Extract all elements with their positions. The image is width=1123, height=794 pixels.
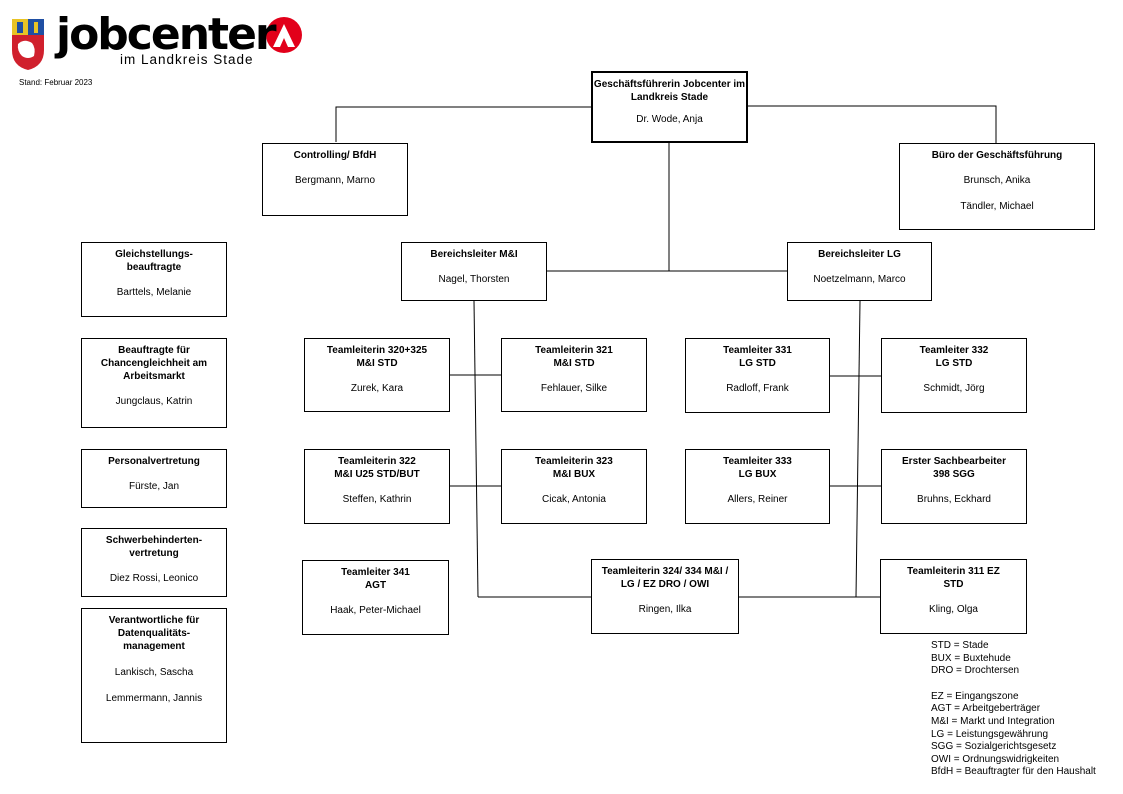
jobcenter-logo [12,17,302,70]
box-bereichsleiter-mi: Bereichsleiter M&I Nagel, Thorsten [401,242,547,301]
box-controlling: Controlling/ BfdH Bergmann, Marno [262,143,408,216]
box-title: Teamleiter 333 LG BUX [723,456,792,480]
district-shield-icon [12,19,44,70]
box-person: Kling, Olga [929,604,978,615]
legend-item: LG = Leistungsgewährung [931,728,1049,740]
box-person: Jungclaus, Katrin [115,396,193,407]
box-title: Gleichstellungs-beauftragte [115,249,193,273]
abbreviation-legend: STD = Stade BUX = Buxtehude DRO = Drocht… [931,640,1096,779]
box-title: Beauftragte für Chancengleichheit am Arb… [100,345,208,382]
legend-item: BUX = Buxtehude [931,652,1011,664]
legend-item: DRO = Drochtersen [931,665,1020,677]
brand-wordmark: jobcenter [56,9,277,60]
box-team-331: Teamleiter 331 LG STD Radloff, Frank [685,338,830,413]
box-team-321: Teamleiterin 321 M&I STD Fehlauer, Silke [501,338,647,412]
box-title: Verantwortliche für Datenqualitäts-manag… [108,615,200,652]
box-datenqualitaet: Verantwortliche für Datenqualitäts-manag… [81,608,227,743]
legend-item: OWI = Ordnungswidrigkeiten [931,753,1060,765]
box-person: Barttels, Melanie [116,287,192,298]
box-team-324-334: Teamleiterin 324/ 334 M&I / LG / EZ DRO … [591,559,739,634]
box-title: Bereichsleiter M&I [430,249,518,260]
box-person: Brunsch, Anika [963,175,1031,186]
box-person: Lankisch, Sascha [114,667,194,678]
box-buero-geschaeftsfuehrung: Büro der Geschäftsführung Brunsch, Anika… [899,143,1095,230]
box-person: Radloff, Frank [726,383,789,394]
arrow-emblem-icon [266,17,302,53]
box-personalvertretung: Personalvertretung Fürste, Jan [81,449,227,508]
box-title: Teamleiterin 321 M&I STD [535,345,613,369]
box-person: Cicak, Antonia [542,494,606,505]
legend-item: EZ = Eingangszone [931,690,1019,702]
box-team-333: Teamleiter 333 LG BUX Allers, Reiner [685,449,830,524]
box-sachbearbeiter-398: Erster Sachbearbeiter 398 SGG Bruhns, Ec… [881,449,1027,524]
box-title: Teamleiter 331 LG STD [723,345,792,369]
box-bereichsleiter-lg: Bereichsleiter LG Noetzelmann, Marco [787,242,932,301]
box-person: Lemmermann, Jannis [105,693,203,704]
legend-item: M&I = Markt und Integration [931,715,1055,727]
box-title: Teamleiter 341 AGT [341,567,410,591]
box-title: Teamleiterin 311 EZ STD [907,566,1000,590]
box-person: Ringen, Ilka [638,604,692,615]
brand-subtitle: im Landkreis Stade [120,52,254,67]
box-geschaeftsfuehrerin: Geschäftsführerin Jobcenter im Landkreis… [591,71,748,143]
box-person: Dr. Wode, Anja [636,114,703,125]
box-team-320-325: Teamleiterin 320+325 M&I STD Zurek, Kara [304,338,450,412]
legend-item: STD = Stade [931,640,989,651]
box-person: Bergmann, Marno [294,175,376,186]
legend-item: AGT = Arbeitgeberträger [931,703,1041,715]
box-title: Personalvertretung [108,456,200,467]
box-chancengleichheit: Beauftragte für Chancengleichheit am Arb… [81,338,227,428]
box-person: Allers, Reiner [727,494,788,505]
legend-item: SGG = Sozialgerichtsgesetz [931,741,1057,753]
box-title: Geschäftsführerin Jobcenter im Landkreis… [593,79,746,103]
box-person: Zurek, Kara [350,383,404,394]
box-gleichstellung: Gleichstellungs-beauftragte Barttels, Me… [81,242,227,317]
box-title: Teamleiterin 324/ 334 M&I / LG / EZ DRO … [601,566,729,590]
box-title: Schwerbehinderten-vertretung [105,535,203,559]
stand-date: Stand: Februar 2023 [19,78,93,87]
box-team-332: Teamleiter 332 LG STD Schmidt, Jörg [881,338,1027,413]
box-person: Nagel, Thorsten [438,274,510,285]
legend-item: BfdH = Beauftragter für den Haushalt [931,766,1096,778]
box-person: Tändler, Michael [960,201,1034,212]
box-team-323: Teamleiterin 323 M&I BUX Cicak, Antonia [501,449,647,524]
box-person: Diez Rossi, Leonico [109,573,199,584]
box-person: Bruhns, Eckhard [917,494,991,505]
box-title: Teamleiterin 323 M&I BUX [535,456,613,480]
box-person: Fürste, Jan [128,481,180,492]
box-title: Teamleiterin 320+325 M&I STD [326,345,428,369]
box-person: Haak, Peter-Michael [330,605,421,616]
box-schwerbehindertenvertretung: Schwerbehinderten-vertretung Diez Rossi,… [81,528,227,597]
box-title: Controlling/ BfdH [293,150,377,161]
box-title: Erster Sachbearbeiter 398 SGG [902,456,1006,480]
box-team-311: Teamleiterin 311 EZ STD Kling, Olga [880,559,1027,634]
box-title: Teamleiter 332 LG STD [919,345,989,369]
box-person: Fehlauer, Silke [540,383,608,394]
box-person: Noetzelmann, Marco [813,274,906,285]
box-title: Bereichsleiter LG [818,249,901,260]
box-person: Schmidt, Jörg [923,383,985,394]
box-person: Steffen, Kathrin [342,494,412,505]
box-title: Büro der Geschäftsführung [931,150,1063,161]
box-team-322: Teamleiterin 322 M&I U25 STD/BUT Steffen… [304,449,450,524]
box-team-341: Teamleiter 341 AGT Haak, Peter-Michael [302,560,449,635]
box-title: Teamleiterin 322 M&I U25 STD/BUT [334,456,420,480]
